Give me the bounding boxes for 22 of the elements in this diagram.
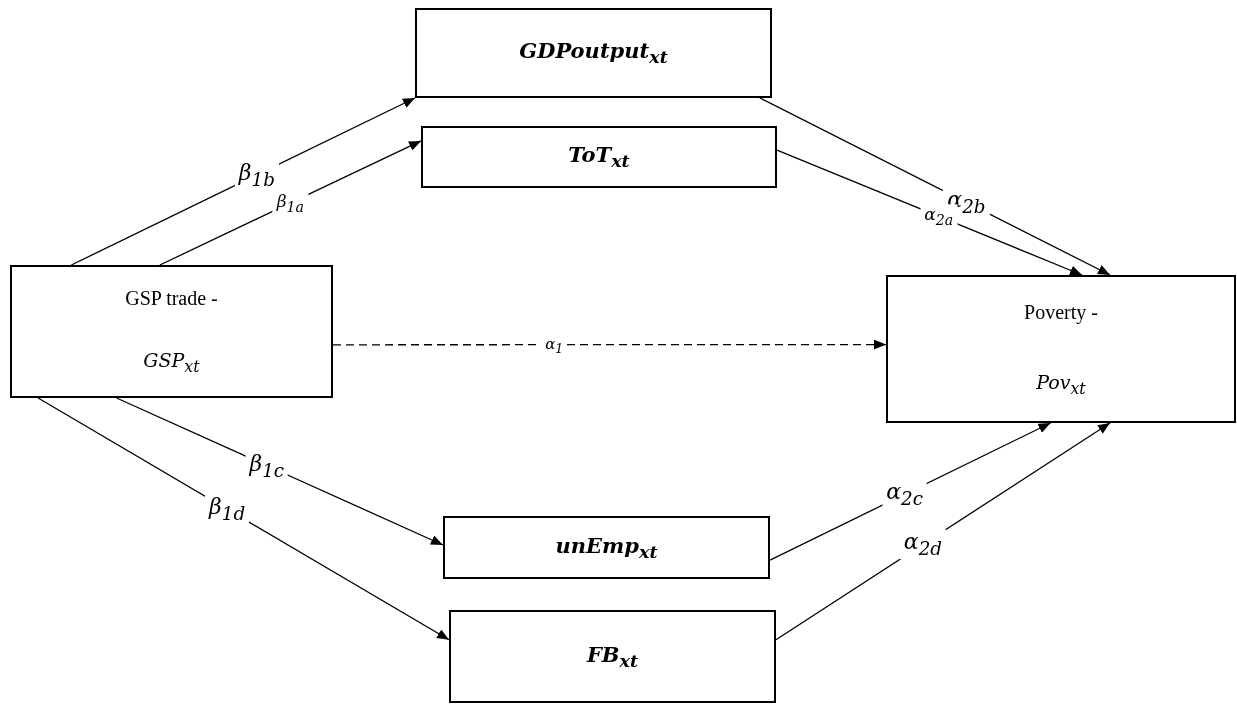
edge-label: β$_{1a}$ bbox=[272, 191, 309, 215]
variable-name: unEmp$_{xt}$ bbox=[555, 532, 658, 563]
variable-box bbox=[415, 8, 772, 98]
arrow bbox=[332, 339, 887, 350]
variable-box bbox=[443, 516, 770, 579]
variable-name: GDPoutput$_{xt}$ bbox=[519, 38, 668, 68]
variable-box bbox=[10, 265, 333, 398]
arrow bbox=[37, 397, 450, 641]
variable-box bbox=[886, 275, 1236, 423]
arrow bbox=[776, 149, 1083, 276]
variable-name: GSP$_{xt}$ bbox=[143, 349, 200, 377]
edge-label: α$_{2c}$ bbox=[882, 479, 927, 509]
edge-label: β$_{1d}$ bbox=[205, 494, 250, 524]
edge-label: β$_{1b}$ bbox=[234, 160, 279, 190]
variable-box bbox=[449, 610, 776, 703]
variable-name: FB$_{xt}$ bbox=[586, 641, 639, 672]
box-heading: Poverty - bbox=[1024, 300, 1098, 324]
variable-name: Pov$_{xt}$ bbox=[1036, 370, 1086, 398]
edge-label: α$_{2d}$ bbox=[899, 529, 947, 560]
box-heading: GSP trade - bbox=[125, 286, 218, 310]
variable-name: ToT$_{xt}$ bbox=[568, 142, 630, 172]
variable-box bbox=[421, 126, 777, 188]
